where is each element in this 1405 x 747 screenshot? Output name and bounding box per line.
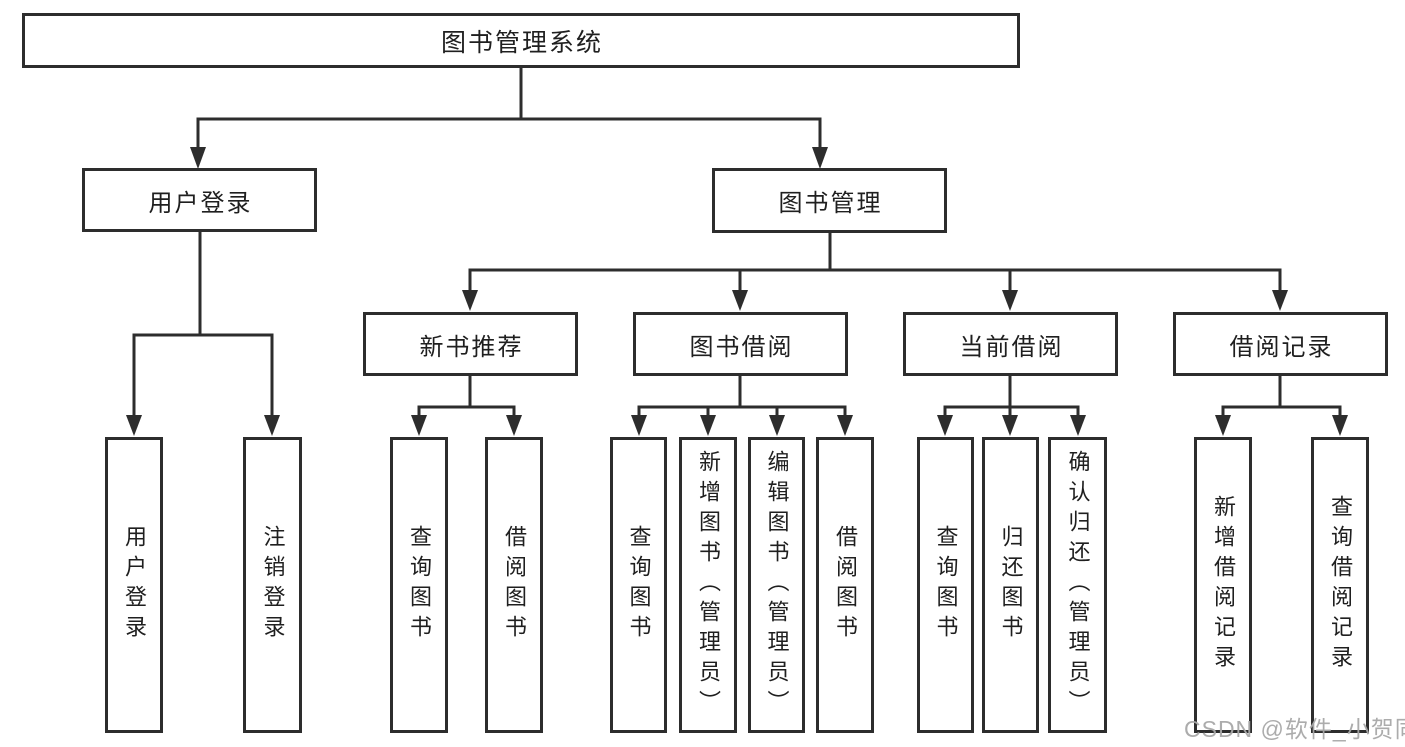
leaf-query-borrow-record-label: 查询借阅记录	[1328, 495, 1353, 675]
leaf-newbook-query-books: 查询图书	[390, 437, 448, 733]
leaf-edit-books-admin: 编辑图书（管理员）	[748, 437, 805, 733]
leaf-return-books-label: 归还图书	[998, 525, 1024, 645]
node-user-login: 用户登录	[82, 168, 317, 232]
leaf-query-borrow-record: 查询借阅记录	[1311, 437, 1369, 733]
node-new-book-recommend-label: 新书推荐	[419, 333, 524, 361]
leaf-current-query-books: 查询图书	[917, 437, 974, 733]
node-book-borrowing-label: 图书借阅	[689, 333, 794, 361]
node-borrow-records: 借阅记录	[1173, 312, 1388, 376]
node-library-system: 图书管理系统	[22, 13, 1020, 68]
leaf-newbook-query-books-label: 查询图书	[407, 525, 432, 645]
leaf-confirm-return-admin: 确认归还（管理员）	[1048, 437, 1107, 733]
leaf-newbook-borrow-books: 借阅图书	[485, 437, 543, 733]
node-book-management-label: 图书管理	[778, 190, 883, 217]
leaf-return-books: 归还图书	[982, 437, 1039, 733]
leaf-add-books-admin-label: 新增图书（管理员）	[696, 450, 721, 720]
csdn-watermark: CSDN @软件_小贺同学	[1184, 716, 1405, 742]
leaf-current-query-books-label: 查询图书	[933, 525, 959, 645]
leaf-edit-books-admin-label: 编辑图书（管理员）	[764, 450, 790, 720]
leaf-borrowing-query-books: 查询图书	[610, 437, 667, 733]
leaf-add-borrow-record: 新增借阅记录	[1194, 437, 1252, 733]
leaf-newbook-borrow-books-label: 借阅图书	[502, 525, 527, 645]
leaf-logout-label: 注销登录	[260, 525, 286, 645]
leaf-confirm-return-admin-label: 确认归还（管理员）	[1065, 450, 1091, 720]
node-new-book-recommend: 新书推荐	[363, 312, 578, 376]
leaf-add-borrow-record-label: 新增借阅记录	[1211, 495, 1236, 675]
leaf-logout: 注销登录	[243, 437, 302, 733]
leaf-borrowing-borrow-books-label: 借阅图书	[833, 525, 858, 645]
node-book-management: 图书管理	[712, 168, 947, 233]
node-current-borrowing-label: 当前借阅	[959, 333, 1064, 361]
leaf-user-login: 用户登录	[105, 437, 163, 733]
node-borrow-records-label: 借阅记录	[1229, 333, 1334, 361]
node-user-login-label: 用户登录	[148, 189, 253, 217]
leaf-borrowing-borrow-books: 借阅图书	[816, 437, 874, 733]
leaf-borrowing-query-books-label: 查询图书	[626, 525, 652, 645]
node-current-borrowing: 当前借阅	[903, 312, 1118, 376]
node-library-system-label: 图书管理系统	[440, 28, 603, 57]
leaf-user-login-label: 用户登录	[122, 525, 147, 645]
leaf-add-books-admin: 新增图书（管理员）	[679, 437, 737, 733]
arrowheads	[126, 147, 1348, 436]
node-book-borrowing: 图书借阅	[633, 312, 848, 376]
